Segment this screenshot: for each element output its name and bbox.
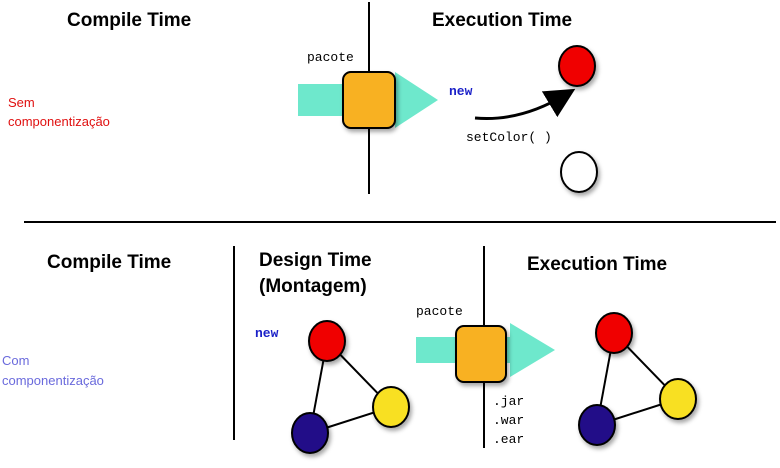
execution-component-graph <box>578 312 697 446</box>
top-curved-arrow <box>474 88 576 120</box>
exec-red-node <box>595 312 633 354</box>
exec-navy-node <box>578 404 616 446</box>
bottom-side-label-line2: componentização <box>2 373 104 388</box>
top-package-box <box>342 71 396 129</box>
bottom-side-label-line1: Com <box>2 353 29 368</box>
top-white-circle <box>560 151 598 193</box>
top-execution-time-title: Execution Time <box>432 10 572 31</box>
bottom-design-time-title: Design Time <box>259 250 372 271</box>
design-yellow-node <box>372 386 410 428</box>
bottom-design-time-subtitle: (Montagem) <box>259 276 367 297</box>
top-red-circle <box>558 45 596 87</box>
design-component-graph <box>291 320 410 454</box>
ext-war-label: .war <box>493 413 524 428</box>
top-package-label: pacote <box>307 50 354 65</box>
design-navy-node <box>291 412 329 454</box>
bottom-compile-time-title: Compile Time <box>47 252 171 273</box>
top-method-label: setColor( ) <box>466 130 552 145</box>
ext-jar-label: .jar <box>493 394 524 409</box>
exec-yellow-node <box>659 378 697 420</box>
top-side-label-line2: componentização <box>8 114 110 129</box>
bottom-package-box <box>455 325 507 383</box>
design-red-node <box>308 320 346 362</box>
bottom-new-label: new <box>255 326 279 341</box>
bottom-execution-time-title: Execution Time <box>527 254 667 275</box>
ext-ear-label: .ear <box>493 432 524 447</box>
top-side-label-line1: Sem <box>8 95 35 110</box>
top-new-label: new <box>449 84 473 99</box>
bottom-package-label: pacote <box>416 304 463 319</box>
top-compile-time-title: Compile Time <box>67 10 191 31</box>
